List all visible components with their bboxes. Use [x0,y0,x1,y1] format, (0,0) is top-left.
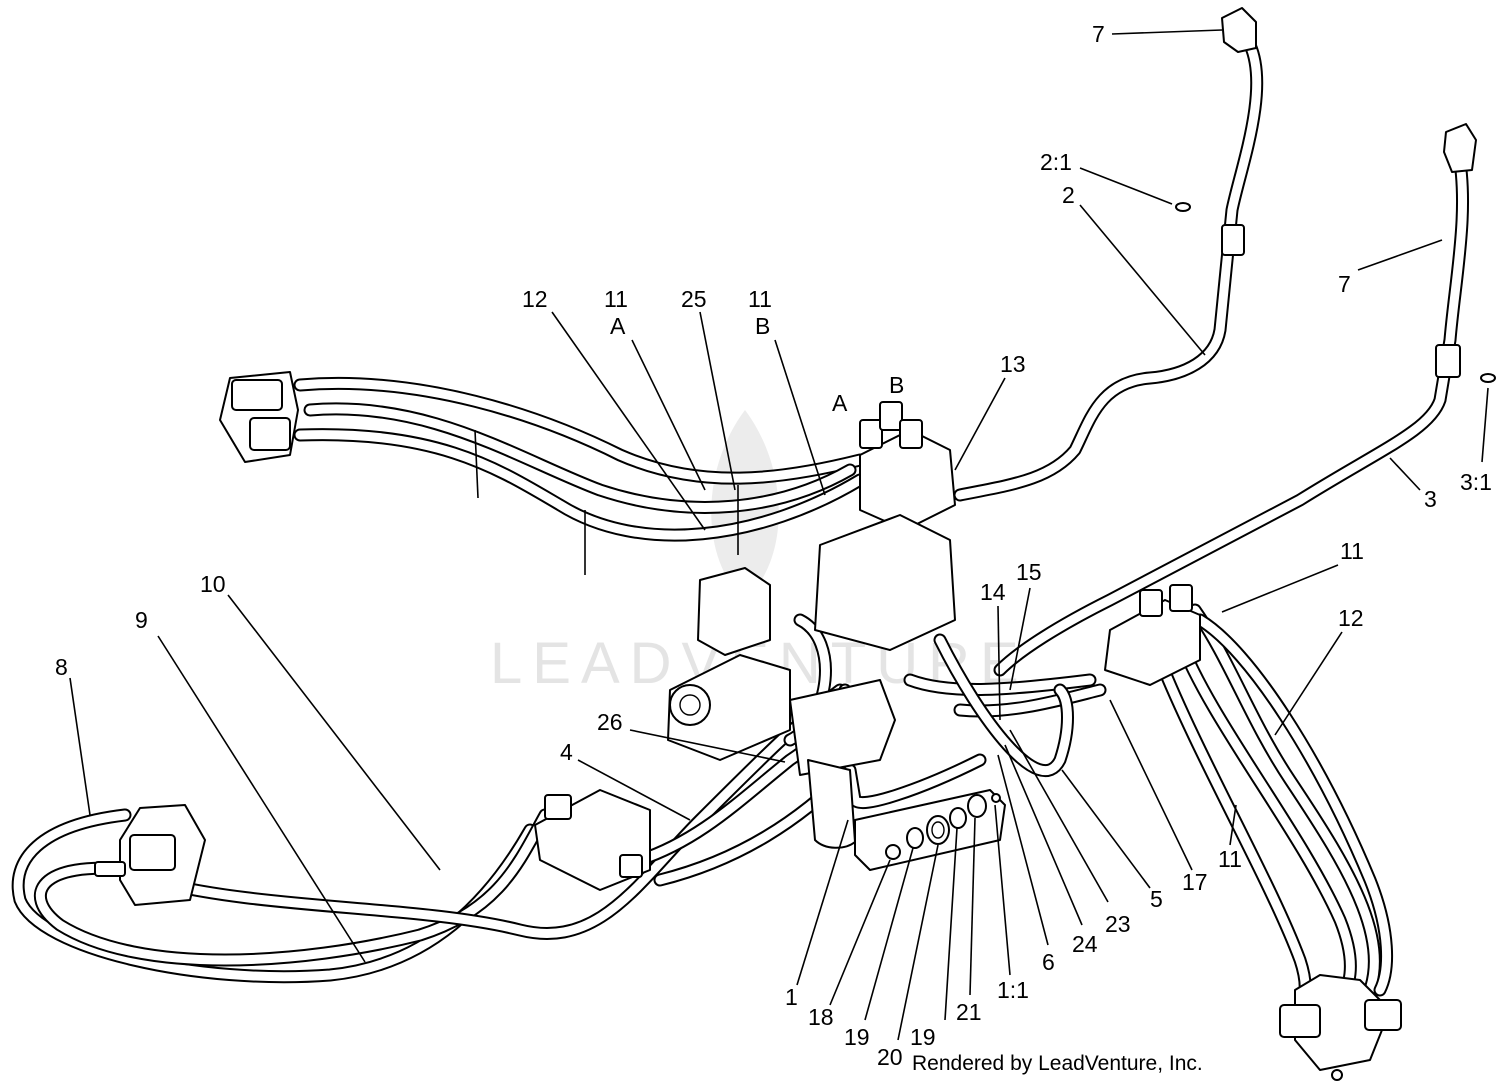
callout-5: 5 [1150,886,1163,912]
nut-21 [967,794,987,818]
callout-3-1: 3:1 [1460,469,1492,495]
callout-14: 14 [980,579,1006,605]
callout-7-top: 7 [1092,21,1105,47]
callout-13: 13 [1000,351,1026,377]
callout-9: 9 [135,607,148,633]
o-ring-1-1 [991,793,1001,803]
elbow-fitting-right [1443,123,1477,173]
callout-11-lower: 11 [1218,846,1242,872]
washer-18 [885,844,901,860]
callout-17: 17 [1182,869,1208,895]
callout-1: 1 [785,984,798,1010]
filter-housing [807,759,856,849]
coupler-2 [1221,224,1245,256]
ring-20 [926,815,950,845]
callout-12-upper: 12 [522,286,548,312]
callout-2: 2 [1062,182,1075,208]
callout-b-upper: B [755,313,770,339]
callout-11-b: 11 [748,286,772,312]
callout-25: 25 [681,286,707,312]
callout-21: 21 [956,999,982,1025]
hydraulic-pump [814,514,956,651]
callout-a-valve: A [832,390,848,416]
callout-26: 26 [597,709,623,735]
callout-24: 24 [1072,931,1098,957]
callout-a-upper: A [610,313,626,339]
leader-lines [69,29,1489,1041]
elbow-fitting-top [1221,7,1257,53]
callout-2-1: 2:1 [1040,149,1072,175]
valve-block-right [1104,599,1201,686]
callout-3: 3 [1424,486,1437,512]
callout-4: 4 [560,739,573,765]
callout-1-1: 1:1 [997,977,1029,1003]
callout-20: 20 [877,1044,903,1070]
callout-19-b: 19 [910,1024,936,1050]
callout-11-right: 11 [1340,538,1364,564]
o-ring-2-1 [1175,202,1191,212]
callout-6: 6 [1042,949,1055,975]
callout-12-right: 12 [1338,605,1364,631]
callout-labels: 7 2:1 2 7 3 3:1 12 11 A 25 11 B A B 13 1… [55,21,1492,1070]
coupler-3 [1435,344,1461,378]
seal-19a [906,827,924,849]
seal-19b [949,807,967,829]
callout-10: 10 [200,571,226,597]
callout-11-a: 11 [604,286,628,312]
callout-18: 18 [808,1004,834,1030]
callout-8: 8 [55,654,68,680]
credit-text: Rendered by LeadVenture, Inc. [912,1052,1203,1075]
callout-b-valve: B [889,372,904,398]
callout-7-right: 7 [1338,271,1351,297]
callout-15: 15 [1016,559,1042,585]
wheel-motor-lower-right [1294,974,1391,1071]
callout-23: 23 [1105,911,1131,937]
hoses [11,38,1470,1027]
components [94,7,1496,1081]
callout-19-a: 19 [844,1024,870,1050]
o-ring-3-1 [1480,373,1496,383]
